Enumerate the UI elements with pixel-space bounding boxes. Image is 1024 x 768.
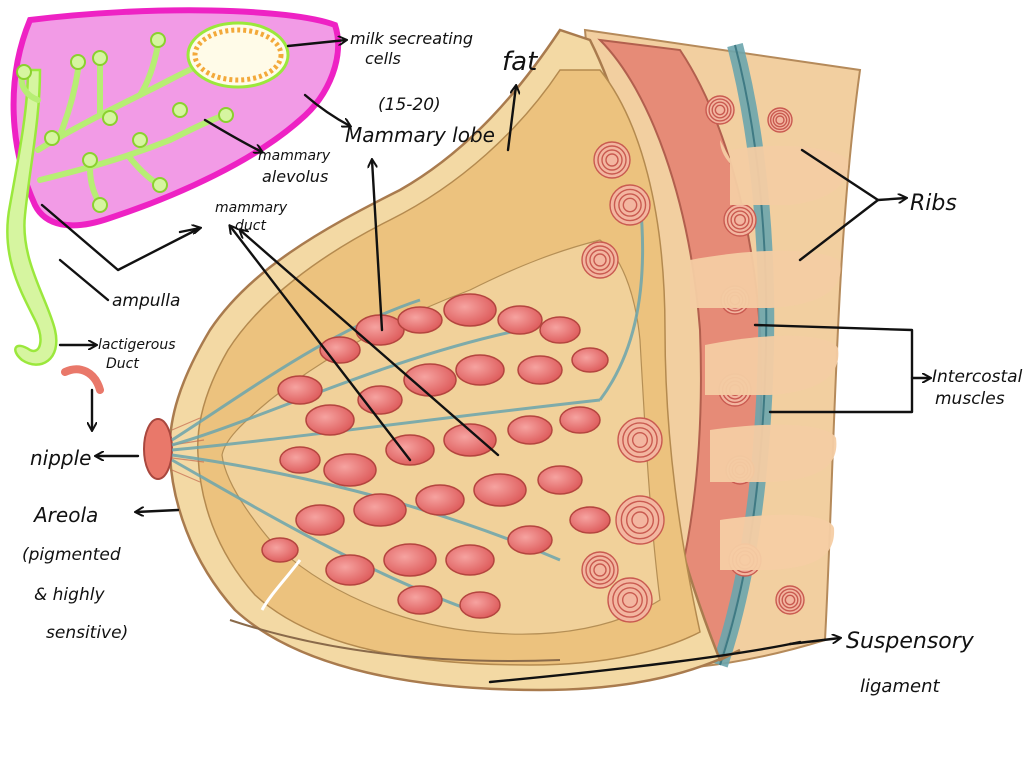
alveolus [92, 50, 108, 66]
lobule [537, 465, 583, 495]
nipple [143, 418, 173, 480]
muscle-ring [593, 141, 631, 179]
label-areola-note-3: sensitive) [46, 623, 128, 643]
muscle-ring [609, 184, 651, 226]
lobule [355, 314, 405, 346]
label-areola-note-1: (pigmented [22, 545, 121, 565]
alveoli [16, 32, 234, 213]
muscle-ring [615, 495, 665, 545]
alveolus [152, 177, 168, 193]
lobule [325, 554, 375, 586]
label-areola-note-2: & highly [34, 585, 105, 605]
label-intercostal-muscles-2: muscles [935, 389, 1005, 409]
milk-secreting-cells [186, 21, 290, 89]
lobule [517, 355, 563, 385]
alveolus [132, 132, 148, 148]
inset-panel [10, 7, 342, 229]
lobule [415, 484, 465, 516]
lobule [397, 585, 443, 615]
lobule [507, 415, 553, 445]
alveolus [172, 102, 188, 118]
alveolus [16, 64, 32, 80]
muscle-ring [723, 203, 757, 237]
alveolus [92, 197, 108, 213]
label-milk-secreting-cells-2: cells [365, 49, 401, 68]
muscle-ring [705, 95, 735, 125]
lobule [397, 306, 443, 334]
label-mammary-duct: mammary [215, 200, 288, 216]
lobule-inset [6, 7, 342, 394]
alveolus [218, 107, 234, 123]
alveolus [70, 54, 86, 70]
lobule [445, 544, 495, 576]
label-nipple: nipple [30, 446, 91, 470]
label-intercostal-muscles: Intercostal [932, 367, 1023, 387]
lobule [279, 446, 321, 474]
label-suspensory-ligament: Suspensory [846, 629, 975, 654]
lobule [497, 305, 543, 335]
muscle-ring [617, 417, 663, 463]
label-mammary-alveolus: mammary [258, 148, 331, 164]
lactiferous-duct-tree [6, 68, 58, 366]
label-suspensory-ligament-2: ligament [860, 676, 940, 697]
muscle-ring [581, 241, 619, 279]
lobule [459, 591, 501, 619]
label-lactiferous-duct: lactigerous [98, 337, 176, 353]
lobule [261, 537, 299, 563]
lobule [383, 543, 437, 577]
lobule [539, 316, 581, 344]
lobule-group [261, 293, 611, 619]
lobule [507, 525, 553, 555]
muscle-ring [581, 551, 619, 589]
muscle-ring [775, 585, 805, 615]
label-mammary-lobe: Mammary lobe [345, 123, 495, 147]
label-ribs: Ribs [910, 191, 957, 216]
lobule [443, 423, 497, 457]
alveolus [82, 152, 98, 168]
lobule [455, 354, 505, 386]
alveolus [44, 130, 60, 146]
muscle-ring [767, 107, 793, 133]
text-labels: milk secreating cells fat (15-20) Mammar… [22, 29, 1023, 697]
label-arrows [40, 40, 930, 684]
muscle-ring [607, 577, 653, 623]
lobule [277, 375, 323, 405]
breast-cross-section [143, 28, 862, 692]
label-mammary-duct-2: duct [235, 218, 266, 234]
lobule [569, 506, 611, 534]
alveolus [150, 32, 166, 48]
lobule [323, 453, 377, 487]
lobule [443, 293, 497, 327]
label-fat: fat [502, 47, 538, 77]
label-mammary-alveolus-2: alevolus [262, 167, 328, 186]
lobule [559, 406, 601, 434]
label-milk-secreting-cells: milk secreating [350, 29, 473, 48]
alveolus [102, 110, 118, 126]
label-mammary-lobe-count: (15-20) [378, 95, 441, 115]
lobule [353, 493, 407, 527]
rib-cross-sections [581, 95, 805, 623]
label-ampulla: ampulla [112, 291, 180, 311]
label-areola: Areola [32, 503, 98, 527]
lobule [295, 504, 345, 536]
lobule [571, 347, 609, 373]
label-lactiferous-duct-2: Duct [106, 356, 139, 372]
lobule [305, 404, 355, 436]
suspensory-ligament-line [229, 619, 561, 662]
lobule [473, 473, 527, 507]
